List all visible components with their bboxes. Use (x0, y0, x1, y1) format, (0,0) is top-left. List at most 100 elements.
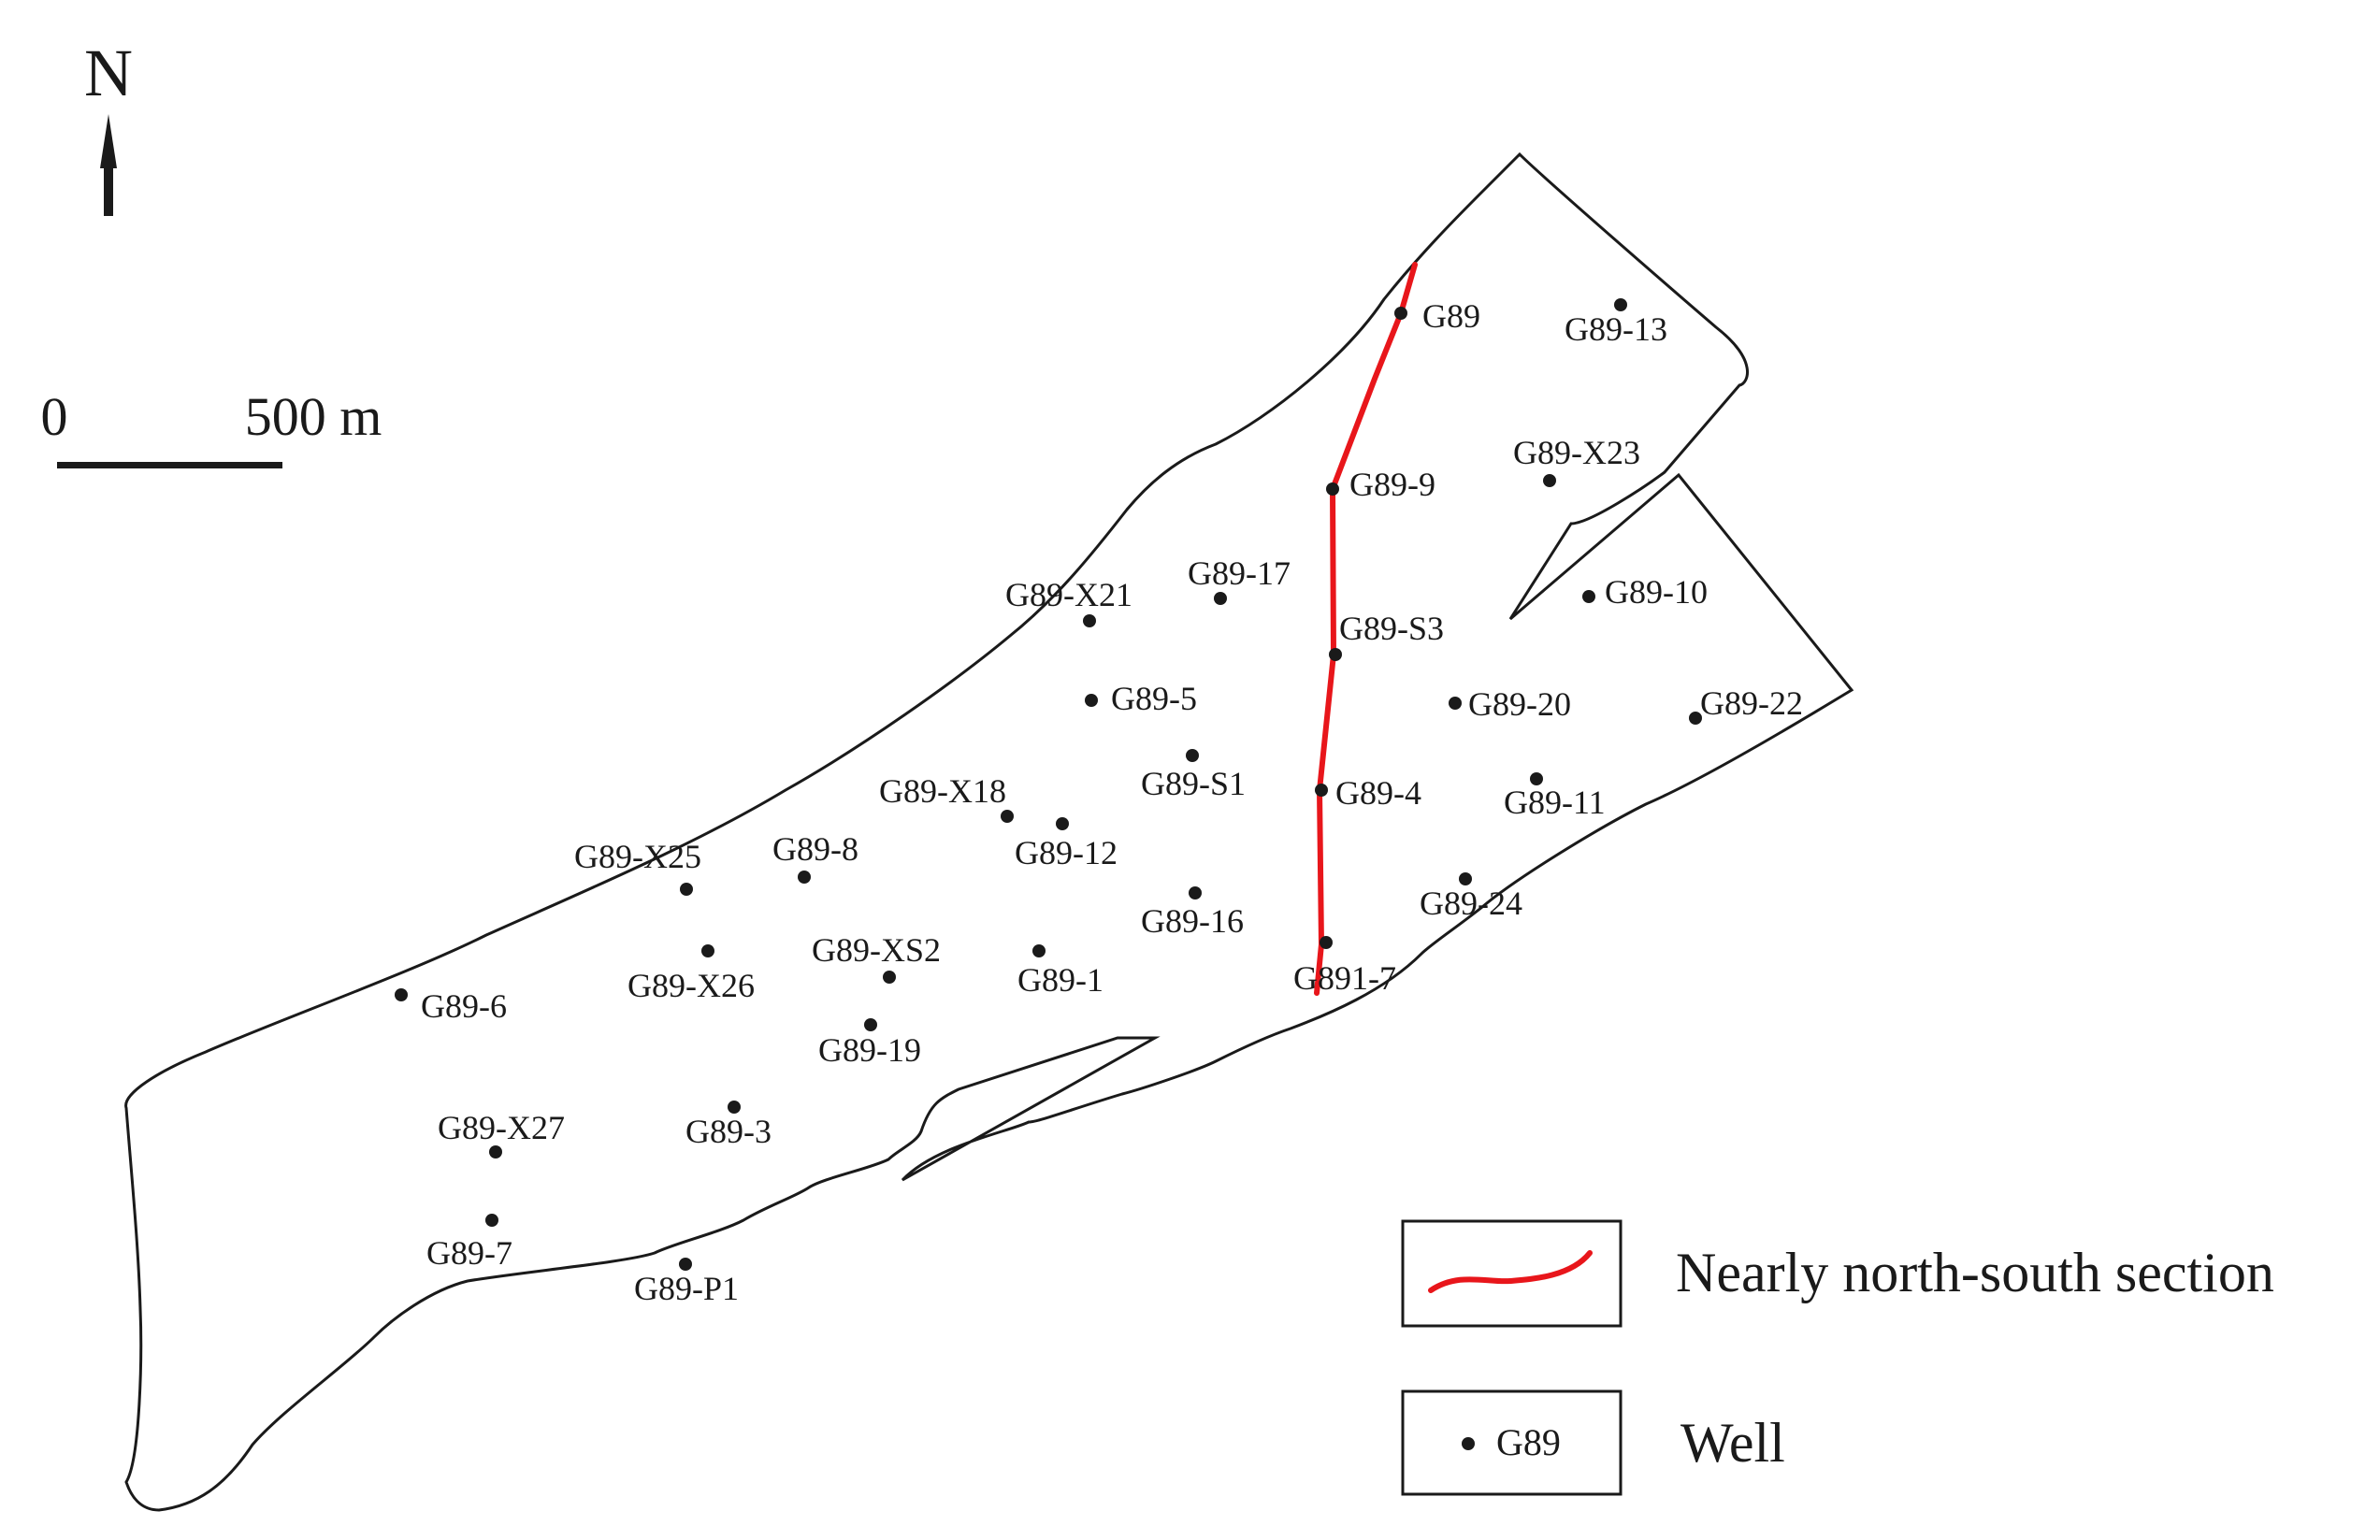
well-G89-24[interactable]: G89-24 (1420, 872, 1522, 922)
well-dot (1085, 694, 1098, 707)
well-dot (395, 988, 408, 1001)
well-G89-13[interactable]: G89-13 (1565, 298, 1667, 348)
well-G89-10[interactable]: G89-10 (1582, 573, 1708, 611)
north-south-section-line (1314, 262, 1418, 996)
well-dot (1186, 749, 1199, 762)
well-G89-X21[interactable]: G89-X21 (1005, 576, 1132, 627)
well-G89-5[interactable]: G89-5 (1085, 680, 1197, 717)
well-dot (798, 871, 811, 884)
well-label: G89-22 (1700, 684, 1803, 722)
north-arrow-shaft (104, 164, 113, 216)
well-label: G89-20 (1468, 685, 1571, 723)
well-label: G89-P1 (634, 1270, 739, 1307)
well-label: G89-19 (818, 1031, 921, 1069)
well-dot (1543, 474, 1556, 487)
well-G89-17[interactable]: G89-17 (1188, 554, 1291, 605)
well-label: G89-3 (685, 1113, 772, 1150)
well-G89-6[interactable]: G89-6 (395, 987, 507, 1025)
legend-well-label: Well (1680, 1412, 1785, 1474)
well-label: G89-10 (1605, 573, 1708, 611)
well-label: G89-X21 (1005, 576, 1132, 613)
well-G89-XS2[interactable]: G89-XS2 (812, 931, 941, 984)
well-G891-7[interactable]: G891-7 (1293, 936, 1396, 997)
legend-item-section: Nearly north-south section (1401, 1219, 2274, 1328)
well-G89-7[interactable]: G89-7 (426, 1214, 512, 1272)
north-label: N (84, 36, 133, 110)
well-label: G89-6 (421, 987, 507, 1025)
well-dot (1083, 614, 1096, 627)
well-label: G89-9 (1349, 466, 1435, 503)
well-G89-9[interactable]: G89-9 (1326, 466, 1435, 503)
scale-bar: 0 500 m (41, 386, 382, 468)
well-dot (1189, 886, 1202, 900)
well-G89-S1[interactable]: G89-S1 (1141, 749, 1246, 802)
well-dot (1320, 936, 1333, 949)
well-label: G89 (1422, 297, 1480, 335)
well-dot (1329, 648, 1342, 661)
well-G89-1[interactable]: G89-1 (1017, 944, 1103, 999)
well-label: G89-24 (1420, 885, 1522, 922)
well-G89-X27[interactable]: G89-X27 (438, 1109, 565, 1159)
well-dot (1582, 590, 1595, 603)
well-label: G89-X18 (879, 772, 1006, 810)
well-label: G89-17 (1188, 554, 1291, 592)
well-dot (1459, 872, 1472, 885)
well-label: G89-16 (1141, 902, 1244, 940)
well-G89-X23[interactable]: G89-X23 (1513, 434, 1640, 487)
well-G89-4[interactable]: G89-4 (1315, 774, 1421, 812)
well-G89-X18[interactable]: G89-X18 (879, 772, 1014, 823)
well-dot (1326, 482, 1339, 496)
well-label: G89-7 (426, 1234, 512, 1272)
well-label: G89-5 (1111, 680, 1197, 717)
well-label: G89-11 (1504, 784, 1606, 821)
well-dot (701, 944, 714, 957)
field-boundary (124, 151, 1854, 1512)
well-dot (1530, 772, 1543, 785)
well-G89-19[interactable]: G89-19 (818, 1018, 921, 1069)
well-dot (1214, 592, 1227, 605)
well-dot (864, 1018, 877, 1031)
well-dot (728, 1101, 741, 1114)
well-label: G89-X27 (438, 1109, 565, 1146)
well-dot (1614, 298, 1627, 311)
well-label: G89-12 (1015, 834, 1118, 871)
well-G89-11[interactable]: G89-11 (1504, 772, 1606, 821)
well-dot (679, 1258, 692, 1271)
well-G89-20[interactable]: G89-20 (1449, 685, 1571, 723)
well-G89-12[interactable]: G89-12 (1015, 817, 1118, 871)
well-label: G89-X23 (1513, 434, 1640, 471)
legend-well-dot-icon (1462, 1437, 1475, 1450)
well-label: G89-X25 (574, 838, 701, 875)
legend-section-swatch (1428, 1250, 1593, 1293)
north-arrow-head-icon (100, 114, 117, 168)
well-dot (1056, 817, 1069, 830)
well-G89-8[interactable]: G89-8 (772, 830, 858, 884)
legend-section-label: Nearly north-south section (1676, 1242, 2274, 1303)
well-label: G89-X26 (627, 967, 755, 1004)
well-G89-S3[interactable]: G89-S3 (1329, 610, 1444, 661)
well-dot (883, 971, 896, 984)
well-dot (1394, 307, 1407, 320)
well-G89-16[interactable]: G89-16 (1141, 886, 1244, 940)
legend-well-box (1401, 1389, 1623, 1496)
legend-well-symbol-label: G89 (1496, 1421, 1561, 1463)
well-G89-22[interactable]: G89-22 (1689, 684, 1803, 725)
scale-end-label: 500 m (245, 386, 382, 447)
well-G89[interactable]: G89 (1394, 297, 1480, 335)
well-label: G89-4 (1335, 774, 1421, 812)
well-dot (1315, 784, 1328, 797)
well-G89-P1[interactable]: G89-P1 (634, 1258, 739, 1307)
legend: Nearly north-south section G89 Well (1401, 1219, 2274, 1496)
legend-section-box (1401, 1219, 1623, 1328)
well-dot (489, 1145, 502, 1159)
well-label: G89-S3 (1339, 610, 1444, 647)
scale-bar-line (57, 462, 282, 468)
well-G89-3[interactable]: G89-3 (685, 1101, 772, 1150)
well-G89-X26[interactable]: G89-X26 (627, 944, 755, 1004)
well-label: G89-XS2 (812, 931, 941, 969)
scale-start-label: 0 (41, 386, 68, 447)
north-arrow: N (84, 36, 133, 216)
well-dot (485, 1214, 498, 1227)
well-G89-X25[interactable]: G89-X25 (574, 838, 701, 896)
